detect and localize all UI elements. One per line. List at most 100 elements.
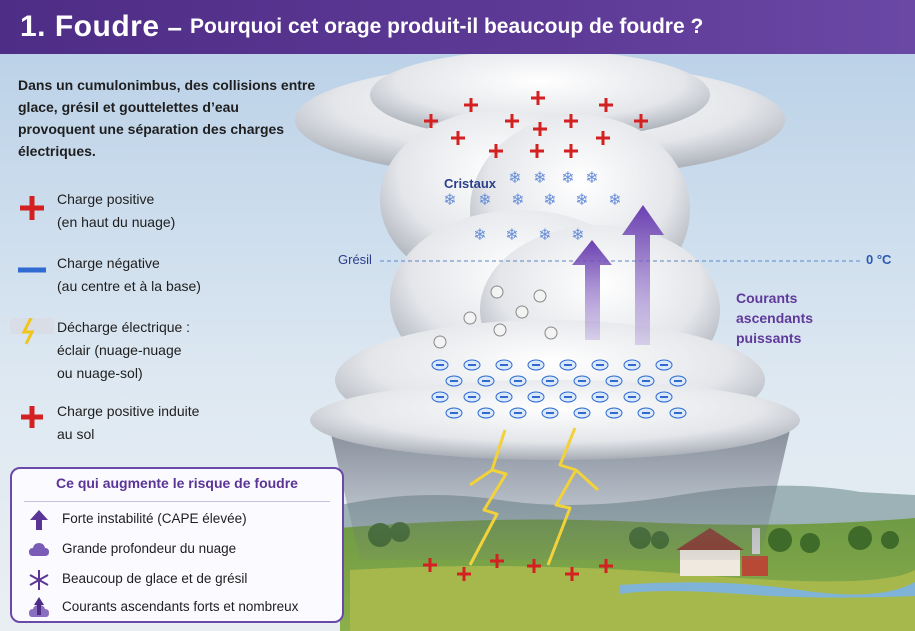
negative-charge [509,375,527,387]
graupel-particle [533,289,547,303]
legend-positive-line1: Charge positive [57,191,155,207]
positive-charge [564,144,578,158]
updraft-label: Courants ascendants puissants [736,288,846,348]
updraft-arrows [572,205,664,345]
ice-crystal: ❄ [538,227,551,244]
legend-positive-line2: (en haut du nuage) [57,214,176,230]
positive-charge [424,114,438,128]
negative-charge [509,407,527,419]
negative-charge [495,391,513,403]
risk-item-ice: Beaucoup de glace et de grésil [26,567,346,593]
negative-charge [463,359,481,371]
positive-charge [451,131,465,145]
negative-charge [669,407,687,419]
positive-charge [527,559,541,573]
ice-crystal: ❄ [575,192,588,209]
negative-charge [431,391,449,403]
title-bar: 1. Foudre – Pourquoi cet orage produit-i… [0,0,915,54]
legend-negative-line2: (au centre et à la base) [57,278,201,294]
positive-charge [634,114,648,128]
negative-charge [573,375,591,387]
ice-crystal: ❄ [505,227,518,244]
positive-charge [489,144,503,158]
legend-ground-line1: Charge positive induite [57,403,200,419]
ice-crystal: ❄ [508,170,521,187]
positive-charge [564,114,578,128]
plus-icon [21,406,43,428]
legend-negative-line1: Charge négative [57,255,160,271]
risk-factors-box: Ce qui augmente le risque de foudre Fort… [10,467,344,623]
ice-crystal: ❄ [478,192,491,209]
negative-charge [655,391,673,403]
negative-charge [637,375,655,387]
lightning-icon [10,318,54,345]
negative-charge [445,375,463,387]
positive-charge [565,567,579,581]
positive-charge [490,554,504,568]
graupel-particle [433,335,447,349]
risk-item-depth: Grande profondeur du nuage [26,537,346,563]
updraft-label-line1: Courants [736,290,798,306]
risk-item-label: Courants ascendants forts et nombreux [62,599,299,614]
negative-charge [573,407,591,419]
snowflake-icon [29,570,49,590]
up-arrow-icon [30,510,48,530]
negative-charge [527,391,545,403]
updraft-label-line2: ascendants [736,310,814,326]
positive-charge [457,567,471,581]
graupel-particle [463,311,477,325]
positive-charge [505,114,519,128]
risk-item-label: Beaucoup de glace et de grésil [62,571,248,586]
legend-discharge-line3: ou nuage-sol) [57,365,143,381]
title-dash: – [167,11,182,42]
graupel-particle [490,285,504,299]
risk-item-label: Forte instabilité (CAPE élevée) [62,511,247,526]
graupel-particle [544,326,558,340]
risk-box-divider [24,501,330,502]
risk-item-instability: Forte instabilité (CAPE élevée) [26,507,346,533]
negative-charge [541,407,559,419]
negative-charge [431,359,449,371]
positive-charge [464,98,478,112]
positive-charge [533,122,547,136]
negative-charge [477,375,495,387]
legend-ground-line2: au sol [57,426,95,442]
ice-crystal: ❄ [571,227,584,244]
risk-item-updrafts: Courants ascendants forts et nombreux [26,595,346,621]
negative-charge [591,391,609,403]
intro-text: Dans un cumulonimbus, des collisions ent… [18,77,316,159]
legend-discharge-line1: Décharge électrique : [57,319,191,335]
ice-crystal: ❄ [585,170,598,187]
lightning-bolts [468,427,600,566]
ice-crystal: ❄ [443,192,456,209]
storm-scene [0,54,915,631]
negative-charge [445,407,463,419]
plus-icon [20,196,44,220]
graupel-label: Grésil [338,252,372,267]
negative-charge [623,359,641,371]
crystals-label: Cristaux [444,176,497,191]
negative-charge [495,359,513,371]
positive-charge [596,131,610,145]
negative-charge [559,391,577,403]
page-subtitle: Pourquoi cet orage produit-il beaucoup d… [189,15,704,38]
updraft-label-line3: puissants [736,330,802,346]
positive-charge [599,559,613,573]
negative-charge [605,375,623,387]
ice-crystal: ❄ [608,192,621,209]
ice-crystal: ❄ [543,192,556,209]
ice-crystal: ❄ [473,227,486,244]
negative-charge [605,407,623,419]
graupel-particle [493,323,507,337]
positive-charge [531,91,545,105]
negative-charge [669,375,687,387]
ice-crystal: ❄ [561,170,574,187]
ice-crystal: ❄ [533,170,546,187]
negative-charge [477,407,495,419]
positive-charge [423,558,437,572]
legend-discharge-line2: éclair (nuage-nuage [57,342,182,358]
negative-charge [655,359,673,371]
graupel-particle [515,305,529,319]
risk-box-title: Ce qui augmente le risque de foudre [56,475,298,491]
negative-charge [623,391,641,403]
